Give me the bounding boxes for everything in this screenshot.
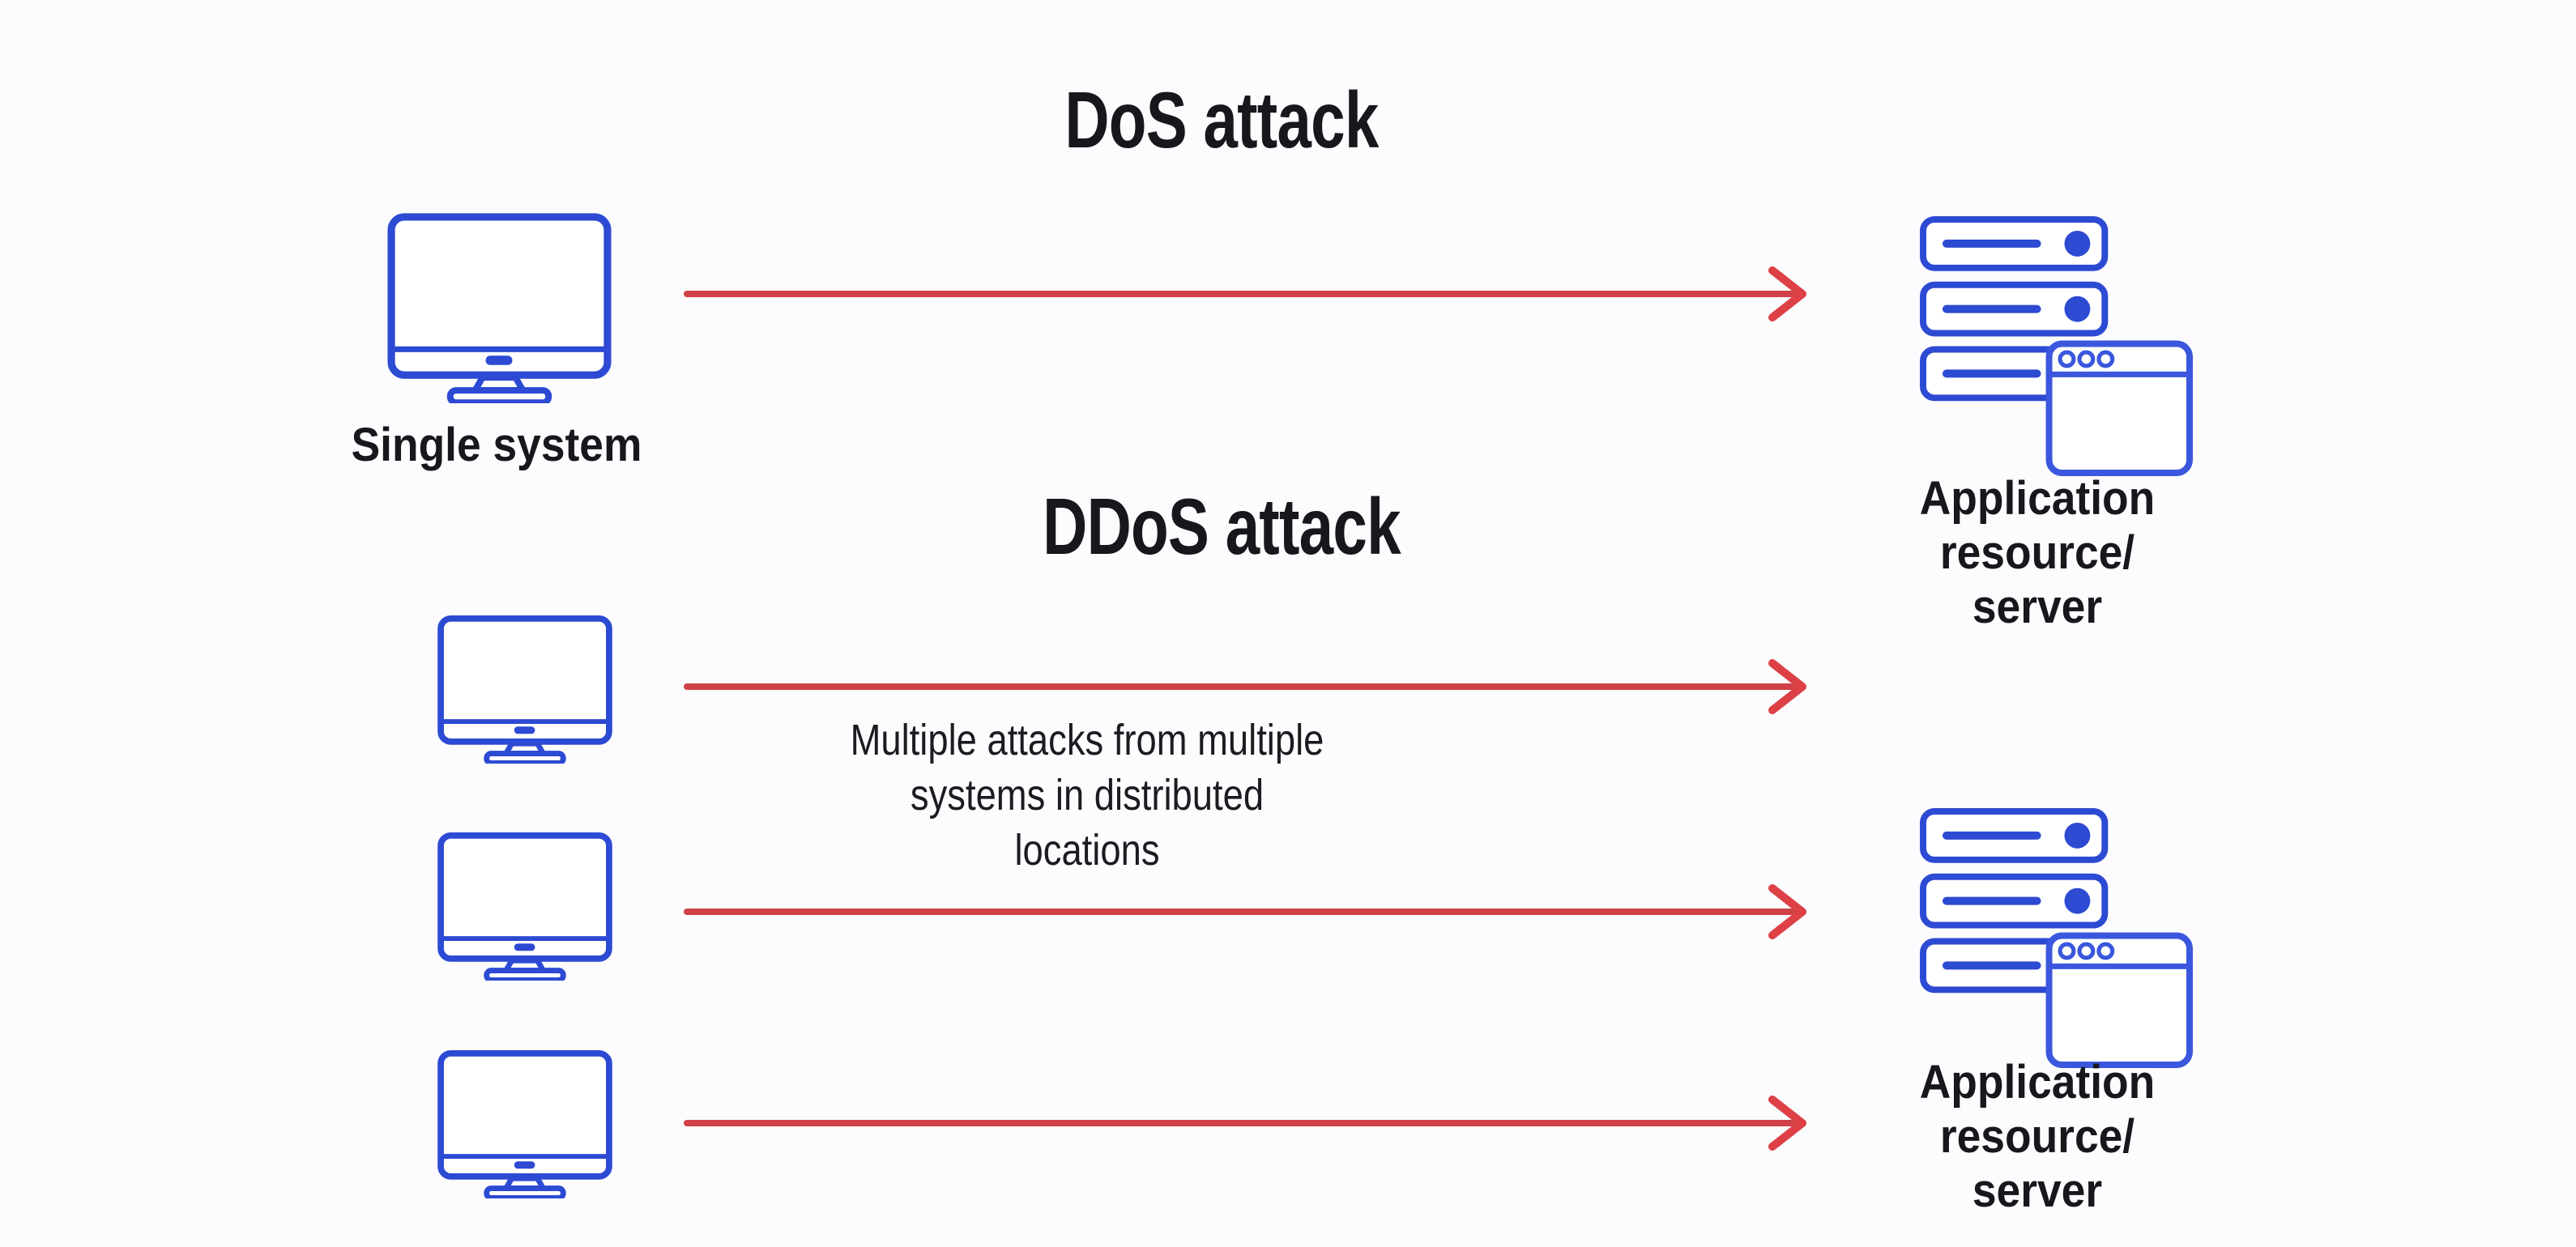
dos-attack-arrow — [683, 262, 1809, 326]
ddos-monitor-2 — [437, 832, 612, 981]
single-system-monitor — [387, 213, 612, 403]
ddos-monitor-3 — [437, 1050, 612, 1198]
ddos-target-label: Application resource/ server — [1851, 1055, 2224, 1218]
ddos-attack-arrow-2 — [683, 879, 1809, 944]
ddos-description-line2: systems in distributed — [910, 771, 1265, 819]
server-stack-with-browser-icon — [1920, 808, 2193, 1068]
dos-target-label-line2: resource/ — [1939, 526, 2135, 579]
ddos-target-label-line2: resource/ — [1939, 1110, 2135, 1163]
desktop-monitor-icon — [387, 213, 612, 403]
dos-title: DoS attack — [1064, 75, 1379, 164]
dos-target-server — [1920, 216, 2193, 476]
dos-target-label-line3: server — [1972, 581, 2103, 633]
desktop-monitor-icon — [437, 615, 612, 764]
ddos-description-line1: Multiple attacks from multiple — [850, 716, 1324, 764]
dos-target-label-line1: Application — [1919, 472, 2156, 525]
single-system-label: Single system — [351, 419, 642, 471]
ddos-attack-arrow-3 — [683, 1091, 1809, 1155]
ddos-description-line3: locations — [1014, 826, 1160, 875]
ddos-monitor-1 — [437, 615, 612, 764]
ddos-attack-arrow-1 — [683, 654, 1809, 719]
ddos-title: DDoS attack — [1043, 482, 1401, 571]
ddos-description: Multiple attacks from multiple systems i… — [781, 713, 1393, 878]
dos-target-label: Application resource/ server — [1851, 471, 2224, 634]
desktop-monitor-icon — [437, 1050, 612, 1198]
desktop-monitor-icon — [437, 832, 612, 981]
ddos-target-label-line3: server — [1972, 1164, 2103, 1217]
attack-arrow-icon — [684, 1096, 1806, 1151]
attack-arrow-icon — [684, 884, 1806, 939]
server-stack-with-browser-icon — [1920, 216, 2193, 476]
ddos-target-server — [1920, 808, 2193, 1068]
attack-arrow-icon — [684, 266, 1806, 321]
ddos-target-label-line1: Application — [1919, 1056, 2156, 1109]
attack-arrow-icon — [684, 659, 1806, 714]
